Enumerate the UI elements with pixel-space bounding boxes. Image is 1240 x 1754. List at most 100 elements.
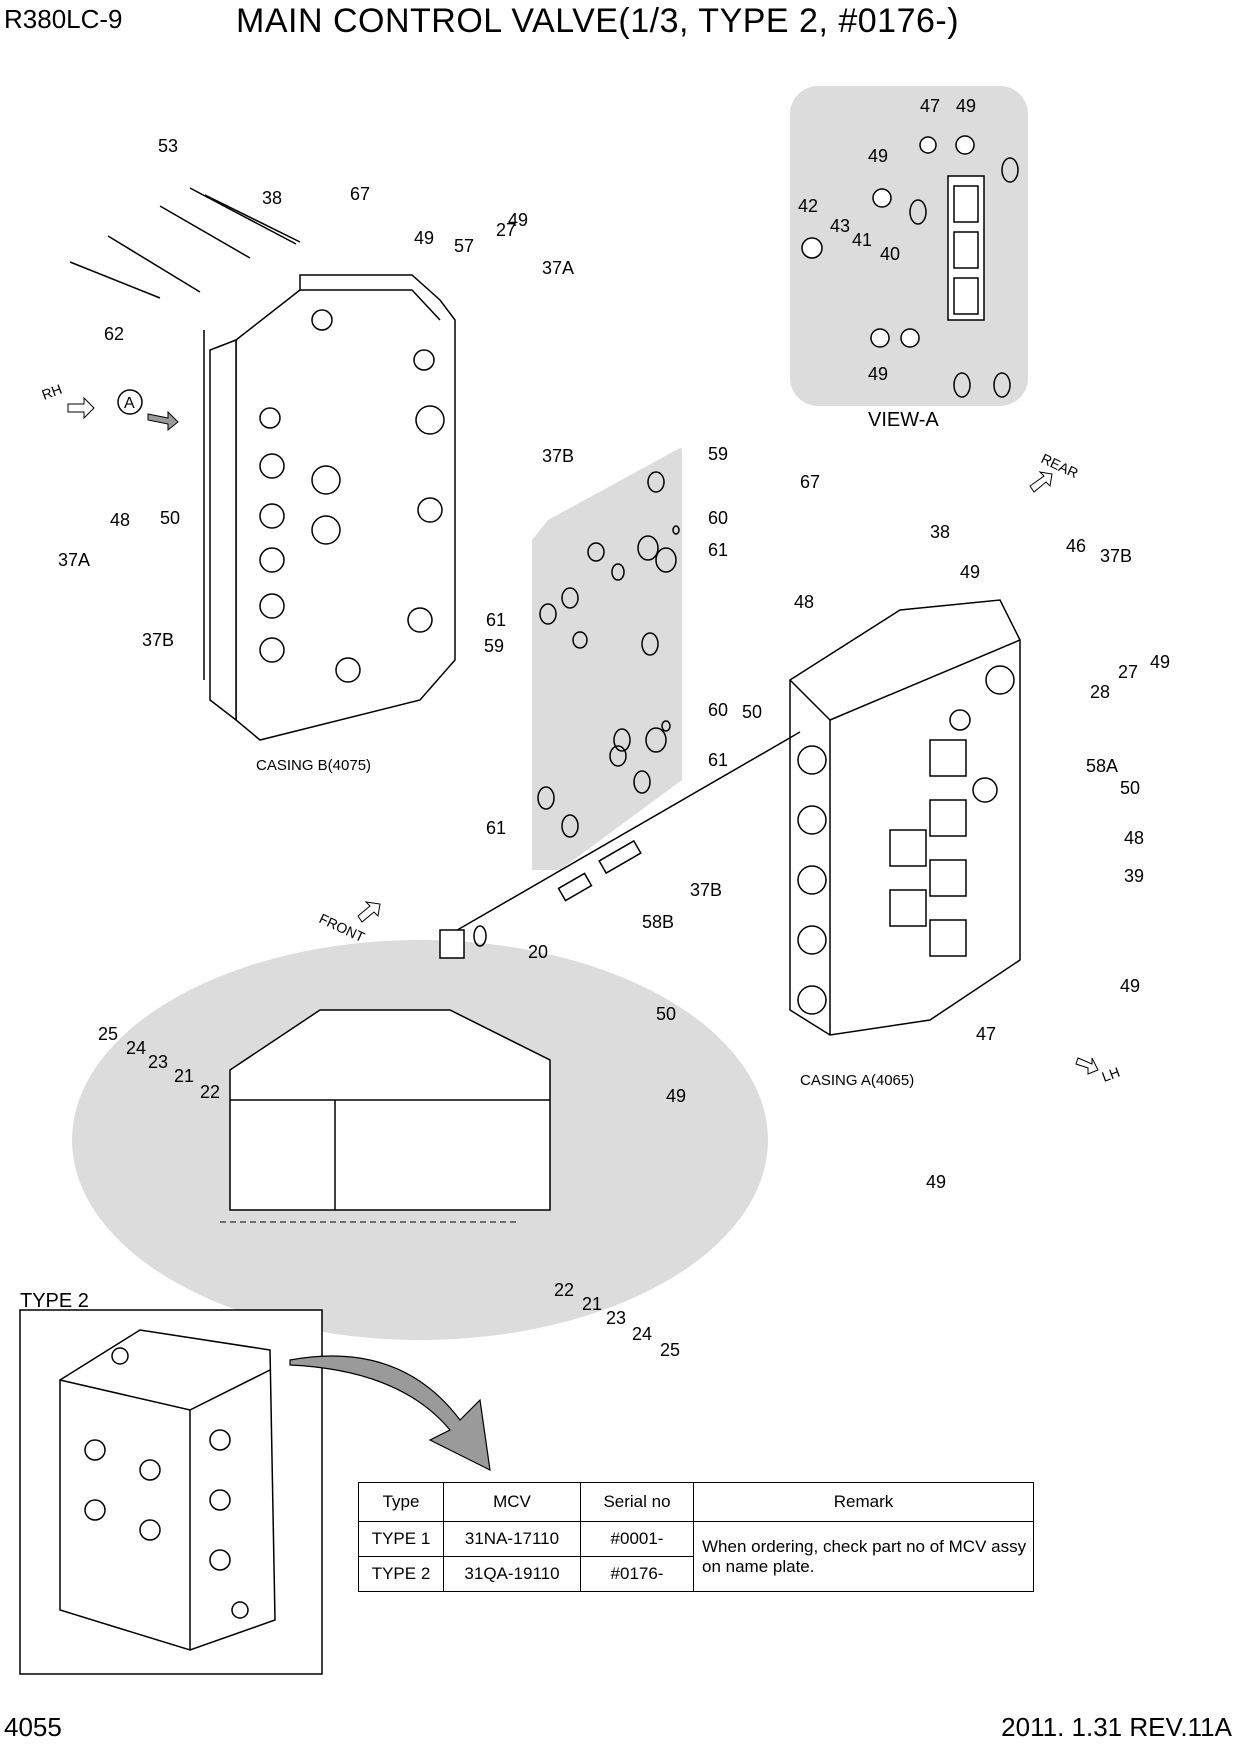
view-a-marker-label: A [124, 395, 135, 412]
front-arrow-icon [357, 901, 381, 923]
tie-bolts [69, 187, 301, 299]
callout-61: 61 [708, 540, 728, 560]
callout-59: 59 [484, 636, 504, 656]
cell-mcv: 31NA-17110 [443, 1521, 581, 1557]
callout-62: 62 [104, 324, 124, 344]
table-row: TYPE 1 31NA-17110 #0001- When ordering, … [358, 1521, 1034, 1592]
callout-61: 61 [486, 610, 506, 630]
callout-49: 49 [1120, 976, 1140, 996]
callout-49: 49 [414, 228, 434, 248]
casing-a-ports [797, 665, 1015, 1015]
callout-58A: 58A [1086, 756, 1118, 776]
callout-48: 48 [110, 510, 130, 530]
type2-isometric-valve [59, 1329, 276, 1651]
callout-60: 60 [708, 700, 728, 720]
casing-b-ports [259, 309, 445, 683]
casing-b-body [203, 274, 456, 741]
callout-37A: 37A [542, 258, 574, 278]
callout-42: 42 [798, 196, 818, 216]
page-title: MAIN CONTROL VALVE(1/3, TYPE 2, #0176-) [236, 2, 960, 40]
callout-48: 48 [794, 592, 814, 612]
casing-a-body [789, 599, 1021, 1036]
callout-48: 48 [1124, 828, 1144, 848]
callout-40: 40 [880, 244, 900, 264]
col-serial: Serial no [580, 1482, 694, 1522]
callout-22: 22 [200, 1082, 220, 1102]
callout-47: 47 [976, 1024, 996, 1044]
pointer-arrow [289, 1355, 491, 1472]
callout-37B: 37B [142, 630, 174, 650]
revision-date: 2011. 1.31 REV.11A [1001, 1712, 1232, 1742]
view-a-label: VIEW-A [868, 409, 939, 431]
callout-61: 61 [708, 750, 728, 770]
callout-22: 22 [554, 1280, 574, 1300]
callout-25: 25 [660, 1340, 680, 1360]
callout-27: 27 [1118, 662, 1138, 682]
callout-59: 59 [708, 444, 728, 464]
callout-49: 49 [868, 364, 888, 384]
cell-type: TYPE 2 [358, 1556, 444, 1592]
seal-rings [537, 471, 680, 838]
seal-kit-background [532, 447, 682, 870]
callout-24: 24 [632, 1324, 652, 1344]
callout-49: 49 [956, 96, 976, 116]
col-type: Type [358, 1482, 444, 1522]
cell-mcv: 31QA-19110 [443, 1556, 581, 1592]
callout-46: 46 [1066, 536, 1086, 556]
callout-57: 57 [454, 236, 474, 256]
direction-lh: LH [1100, 1064, 1122, 1085]
page-number: 4055 [4, 1712, 62, 1742]
col-mcv: MCV [443, 1482, 581, 1522]
callout-37A: 37A [58, 550, 90, 570]
type2-detail-casing [229, 1009, 551, 1211]
callout-23: 23 [148, 1052, 168, 1072]
callout-50: 50 [742, 702, 762, 722]
callout-38: 38 [930, 522, 950, 542]
lh-arrow-icon [1075, 1057, 1099, 1075]
callout-28: 28 [1090, 682, 1110, 702]
callout-39: 39 [1124, 866, 1144, 886]
rh-arrow-icon [67, 396, 95, 420]
casing-b-label: CASING B(4075) [256, 757, 371, 774]
cell-type: TYPE 1 [358, 1521, 444, 1557]
callout-49: 49 [666, 1086, 686, 1106]
callout-23: 23 [606, 1308, 626, 1328]
cell-serial: #0001- [580, 1521, 694, 1557]
part-callouts: 53 38 67 49 57 27 49 37A 62 48 50 37A 37B 37B 59 60 61 61… [58, 96, 1170, 1360]
callout-21: 21 [174, 1066, 194, 1086]
callout-41: 41 [852, 230, 872, 250]
callout-43: 43 [830, 216, 850, 236]
view-a-marker [117, 389, 143, 415]
callout-49: 49 [960, 562, 980, 582]
callout-25: 25 [98, 1024, 118, 1044]
callout-50: 50 [160, 508, 180, 528]
callout-67: 67 [800, 472, 820, 492]
callout-53: 53 [158, 136, 178, 156]
view-a-background [790, 86, 1028, 406]
callout-67: 67 [350, 184, 370, 204]
cell-serial: #0176- [580, 1556, 694, 1592]
callout-21: 21 [582, 1294, 602, 1314]
callout-20: 20 [528, 942, 548, 962]
callout-24: 24 [126, 1038, 146, 1058]
rear-arrow-icon [1029, 471, 1053, 493]
type2-label: TYPE 2 [20, 1290, 89, 1312]
callout-27: 27 [496, 220, 516, 240]
callout-37B: 37B [690, 880, 722, 900]
view-a-arrow-icon [147, 410, 179, 432]
callout-37B: 37B [1100, 546, 1132, 566]
callout-47: 47 [920, 96, 940, 116]
view-a-detail [801, 135, 1019, 398]
callout-61: 61 [486, 818, 506, 838]
direction-rh: RH [40, 381, 64, 403]
callout-60: 60 [708, 508, 728, 528]
type-table-header-row: Type MCV Serial no Remark [358, 1482, 1034, 1522]
callout-49: 49 [868, 146, 888, 166]
callout-38: 38 [262, 188, 282, 208]
table-row: TYPE 2 31QA-19110 #0176- [358, 1556, 1034, 1592]
callout-58B: 58B [642, 912, 674, 932]
callout-49: 49 [1150, 652, 1170, 672]
callout-37B: 37B [542, 446, 574, 466]
